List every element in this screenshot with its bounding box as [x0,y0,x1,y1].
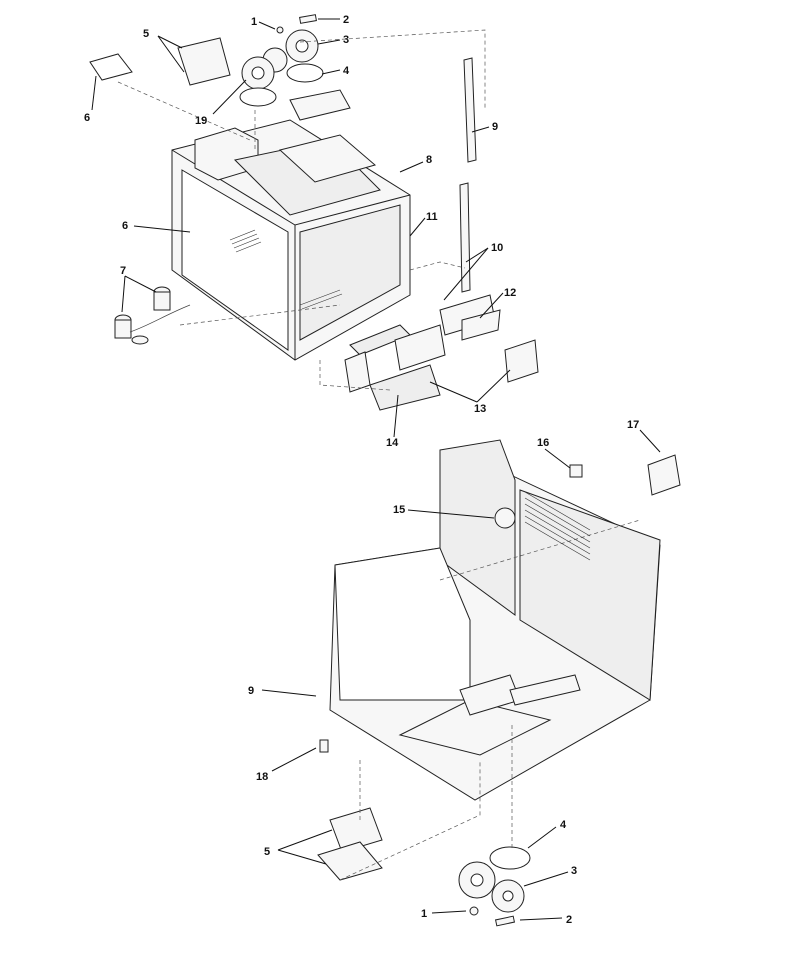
rear-tower [439,439,516,616]
side-panel [299,204,401,341]
clip-2-top [299,14,317,24]
round-port-15 [494,507,516,529]
upper-chassis-assembly [89,14,539,411]
foot-body [153,291,171,311]
vent-grille [524,491,591,561]
callout-7: 7 [120,265,126,277]
washer-1-bottom [469,906,479,916]
panel-6-top [89,53,133,81]
callout-9-top: 9 [492,121,498,133]
callout-9-bottom: 9 [248,685,254,697]
washer-1-top [276,26,284,34]
rail-base [369,364,441,411]
callout-4-top: 4 [343,65,350,77]
callout-3-bottom: 3 [571,865,577,877]
front-opening [181,169,289,351]
callout-11: 11 [426,211,438,223]
disc-4-bottom [489,846,531,870]
callout-12: 12 [504,287,516,299]
callout-8: 8 [426,154,432,166]
clip-2-bottom [494,915,516,927]
leader-lines [91,18,661,921]
callout-2-bottom: 2 [566,914,572,926]
callout-13: 13 [474,403,486,415]
vertical-bar-10 [459,182,471,293]
callout-19: 19 [195,115,207,127]
rail-e [461,309,501,341]
callout-labels: 1 2 3 4 5 6 6 7 8 9 10 11 12 13 14 15 16… [84,14,639,926]
lower-chassis-assembly [317,439,681,927]
rail-b [394,324,446,371]
floor-slot [509,674,581,706]
vent-hatching [229,229,343,310]
vertical-bar-9 [463,57,477,163]
callout-2-top: 2 [343,14,349,26]
top-tray-insert [278,134,377,183]
left-wall [334,547,471,701]
switch-16 [569,464,583,478]
callout-6-mid: 6 [122,220,128,232]
callout-1-top: 1 [251,16,257,28]
floor-rail [398,699,552,756]
callout-16: 16 [537,437,549,449]
callout-17: 17 [627,419,639,431]
callout-14: 14 [386,437,399,449]
foot-left-body [114,319,132,339]
foot-base [131,335,149,345]
cover-17 [647,454,681,496]
callout-6-top: 6 [84,112,90,124]
clip-18 [319,739,329,753]
callout-18: 18 [256,771,268,783]
rail-c [344,351,371,393]
plate-5-top [177,37,231,86]
callout-1-bottom: 1 [421,908,427,920]
rail-f [504,339,539,383]
disc-under-gear [239,87,277,107]
callout-5-top: 5 [143,28,149,40]
plate-5-bottom-b [317,841,383,881]
disc-4-top [286,63,324,83]
callout-5-bottom: 5 [264,846,270,858]
callout-3-top: 3 [343,34,349,46]
callout-4-bottom: 4 [560,819,567,831]
plate-5-bottom-a [329,807,383,853]
callout-10: 10 [491,242,503,254]
top-bracket [289,89,351,121]
right-wall [519,489,661,701]
callout-15: 15 [393,504,405,516]
